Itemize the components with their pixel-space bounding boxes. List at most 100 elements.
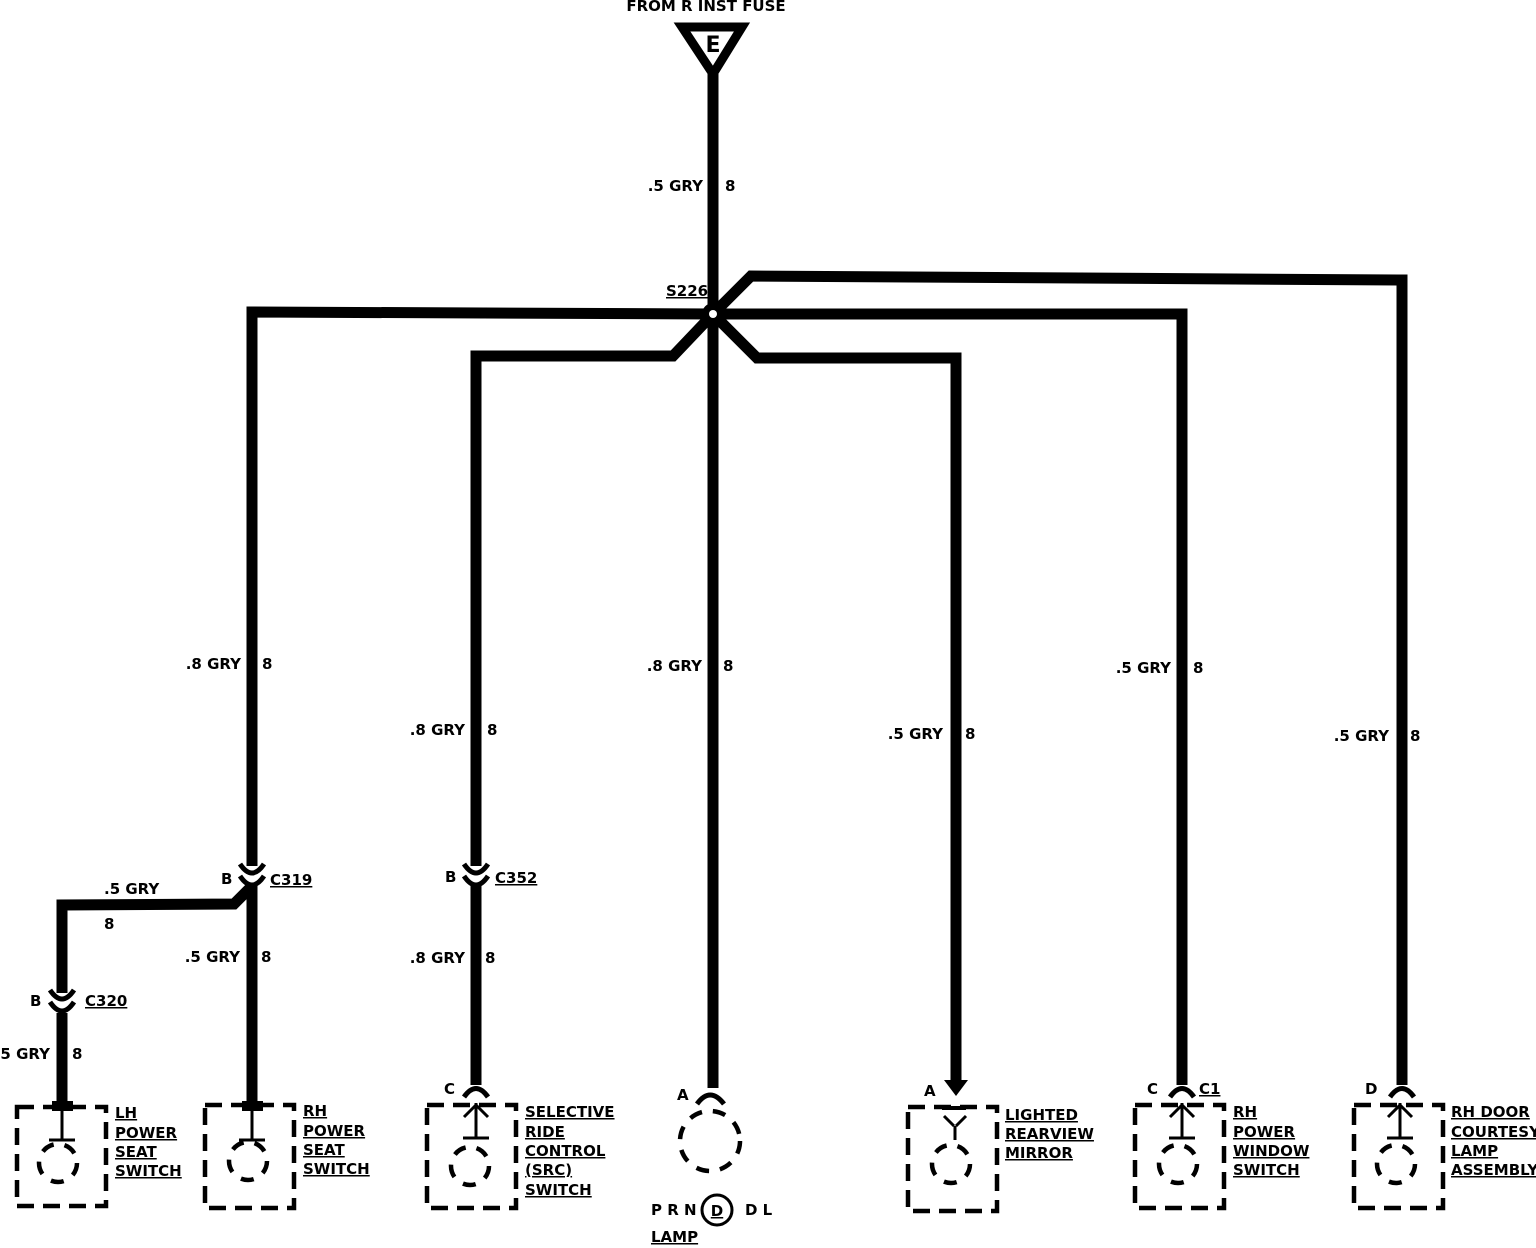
switch-contact-icon xyxy=(1156,1142,1200,1186)
component-label-line: COURTESY xyxy=(1451,1123,1536,1141)
component-label-line: LIGHTED xyxy=(1005,1106,1078,1124)
wire-lh-lower-label: .5 GRY xyxy=(0,1045,51,1063)
component-label-line: MIRROR xyxy=(1005,1144,1073,1162)
wire-courtesy-circuit: 8 xyxy=(1410,727,1420,745)
wire-window xyxy=(713,308,1188,1085)
component-box xyxy=(1351,1102,1446,1211)
component-label-line: RH DOOR xyxy=(1451,1103,1530,1121)
component-box xyxy=(202,1102,297,1211)
wire-src xyxy=(470,310,717,866)
switch-contact-icon xyxy=(226,1139,270,1183)
prndl-indicator-circle xyxy=(700,1193,734,1227)
component-box xyxy=(905,1104,1000,1214)
connector-c352-lower xyxy=(461,874,491,888)
connector-terminal-icon xyxy=(461,1086,491,1099)
connector-arrow-icon xyxy=(944,1080,968,1096)
component-pin: D xyxy=(1365,1080,1377,1098)
connector-c320-upper xyxy=(47,988,77,1002)
component-label-line: CONTROL xyxy=(525,1142,606,1160)
component-label-line: POWER xyxy=(1233,1123,1296,1141)
wire-src-lower-label: .8 GRY xyxy=(410,949,466,967)
component-label-line: POWER xyxy=(115,1124,178,1142)
component-box xyxy=(424,1102,519,1211)
wire-src-label: .8 GRY xyxy=(410,721,466,739)
component-label-line: SWITCH xyxy=(1233,1161,1300,1179)
component-rh-door-courtesy-lamp: D RH DOOR COURTESY LAMP ASSEMBLY xyxy=(1351,1080,1536,1211)
wire-courtesy xyxy=(709,270,1408,1085)
connector-c352-upper xyxy=(461,862,491,876)
fuse-triangle-icon xyxy=(673,22,751,83)
component-label-line: WINDOW xyxy=(1233,1142,1310,1160)
switch-contact-icon xyxy=(448,1144,492,1188)
fuse-letter: E xyxy=(705,33,720,58)
wire-rh-seat-circuit: 8 xyxy=(261,948,271,966)
connector-c320-lower xyxy=(47,1000,77,1014)
wire-lh-seat-branch xyxy=(56,882,256,993)
wire-feed-label: .5 GRY xyxy=(648,177,704,195)
splice-label: S226 xyxy=(666,282,708,300)
connector-c319-pin: B xyxy=(221,870,232,888)
wire-lh-seat-circuit: 8 xyxy=(262,655,272,673)
connector-c320: B C320 xyxy=(30,988,127,1014)
connector-c352-name: C352 xyxy=(495,869,537,887)
component-prndl-lamp: A P R N D D L LAMP xyxy=(651,1086,773,1246)
component-rh-power-window-switch: C C1 RH POWER WINDOW SWITCH xyxy=(1132,1080,1310,1211)
prndl-lamp-label: LAMP xyxy=(651,1228,698,1246)
wire-courtesy-label: .5 GRY xyxy=(1334,727,1390,745)
prndl-circle-letter: D xyxy=(711,1202,723,1220)
connector-terminal-icon xyxy=(1167,1086,1197,1099)
wire-src-lower-circuit: 8 xyxy=(485,949,495,967)
wire-mirror-label: .5 GRY xyxy=(888,725,944,743)
wire-window-label: .5 GRY xyxy=(1116,659,1172,677)
lamp-icon xyxy=(929,1142,973,1186)
connector-terminal-icon xyxy=(1387,1086,1417,1099)
component-label-line: ASSEMBLY xyxy=(1451,1161,1536,1179)
connector-terminal-icon xyxy=(694,1092,726,1106)
wire-lh-lower-circuit: 8 xyxy=(72,1045,82,1063)
wire-mirror-circuit: 8 xyxy=(965,725,975,743)
wire-labels: .5 GRY 8 .8 GRY 8 .5 GRY 8 .5 GRY 8 .5 G… xyxy=(0,177,1420,1063)
component-pin: A xyxy=(677,1086,689,1104)
component-pin: C xyxy=(1147,1080,1158,1098)
wire-mirror xyxy=(709,310,962,1080)
wire-lh-branch-label: .5 GRY xyxy=(104,880,160,898)
wire-window-circuit: 8 xyxy=(1193,659,1203,677)
wire-prndl-label: .8 GRY xyxy=(647,657,703,675)
component-label-line: POWER xyxy=(303,1122,366,1140)
component-label-line: RIDE xyxy=(525,1123,565,1141)
wire-lh-seat xyxy=(246,306,714,866)
connector-c352-pin: B xyxy=(445,868,456,886)
component-label-line: (SRC) xyxy=(525,1161,572,1179)
component-label-line: SELECTIVE xyxy=(525,1103,615,1121)
component-pin: C xyxy=(444,1080,455,1098)
wires xyxy=(56,74,1408,1107)
component-label-line: LAMP xyxy=(1451,1142,1498,1160)
splice-s226: S226 xyxy=(666,282,724,325)
component-box xyxy=(1132,1102,1227,1211)
component-lighted-rearview-mirror: A LIGHTED REARVIEW MIRROR xyxy=(905,1080,1094,1214)
lamp-icon xyxy=(1374,1142,1418,1186)
component-src-switch: C SELECTIVE RIDE CONTROL (SRC) SWITCH xyxy=(424,1080,615,1211)
connector-c319-upper xyxy=(237,862,267,876)
wire-lh-seat-label: .8 GRY xyxy=(186,655,242,673)
component-label-line: RH xyxy=(303,1102,327,1120)
wire-prndl-circuit: 8 xyxy=(723,657,733,675)
switch-contact-icon xyxy=(36,1141,80,1185)
component-box xyxy=(14,1104,109,1209)
component-label-line: REARVIEW xyxy=(1005,1125,1094,1143)
fuse-source-label: FROM R INST FUSE xyxy=(626,0,785,15)
lamp-bulb-icon xyxy=(677,1108,743,1174)
component-label-line: LH xyxy=(115,1104,137,1122)
connector-c320-pin: B xyxy=(30,992,41,1010)
connector-c320-name: C320 xyxy=(85,992,127,1010)
component-label-line: SWITCH xyxy=(303,1160,370,1178)
prndl-right: D L xyxy=(745,1201,773,1219)
component-label-line: SEAT xyxy=(303,1141,345,1159)
component-pin: A xyxy=(924,1082,936,1100)
wire-src-circuit: 8 xyxy=(487,721,497,739)
prndl-left: P R N xyxy=(651,1201,697,1219)
connector-c352: B C352 xyxy=(445,862,537,888)
component-label-line: SEAT xyxy=(115,1143,157,1161)
connector-c319-lower xyxy=(237,874,267,888)
